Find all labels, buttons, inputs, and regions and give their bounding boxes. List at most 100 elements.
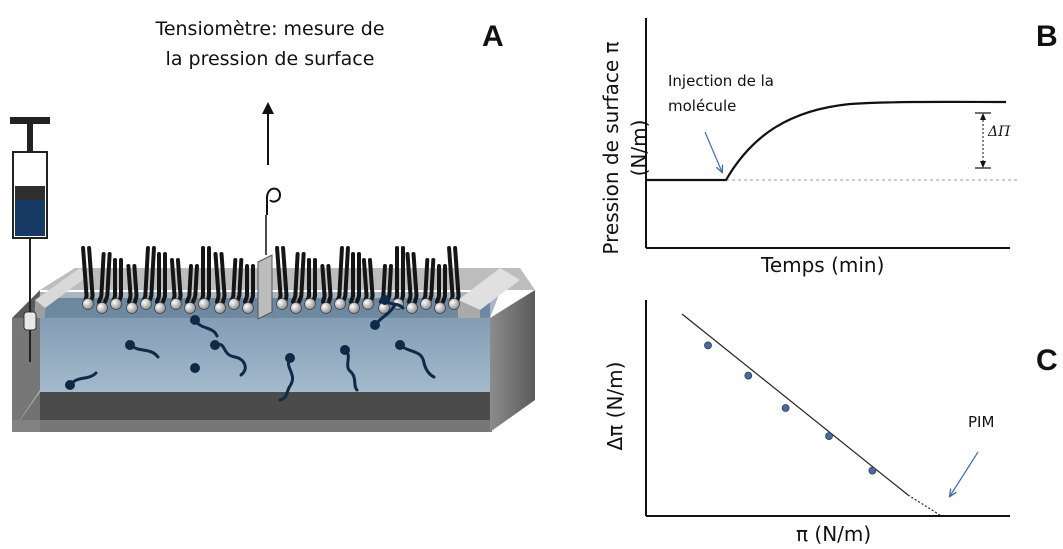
lipid-head [110,298,122,310]
injection-arrow [704,131,722,172]
lipid-head [96,302,108,314]
lipid-tail [161,252,167,304]
lipid-tail [349,252,355,304]
lipid-head [290,302,302,314]
lipid-tail [421,258,430,304]
lipid-tail [243,264,249,304]
molecule-chain [213,342,247,377]
lipid-tail [147,246,156,304]
lipid-tail [320,264,327,304]
lipid-head [154,302,166,314]
lipid-head [242,302,254,314]
lipid-head [126,302,138,314]
lipid-tail [393,246,399,304]
pressure-curve [646,100,1007,182]
lipid-head [434,302,446,314]
chart-c-x-label: π (N/m) [796,522,872,546]
lipid-tail [361,258,369,304]
lipid-head [348,302,360,314]
lipid-tail [399,246,405,304]
lipid-tail [235,258,244,304]
lipid-tail [297,252,306,304]
molecule-head [395,340,405,350]
pim-label: PIM [968,413,995,431]
lipid-tail [341,246,350,304]
lipid-tail [199,246,205,304]
lipid-tail [126,264,133,304]
injection-label: Injection de la molécule [668,72,774,115]
lipid-tail [291,252,300,304]
chart-b-y-label: Pression de surface π (N/m) [599,41,651,255]
tensiometer-caption: Tensiomètre: mesure de la pression de su… [155,18,385,70]
lipid-head [214,302,226,314]
panel-letter-a: A [482,20,504,53]
lipid-head [228,298,240,310]
lipid-tail [305,258,311,304]
lipid-head [334,298,346,310]
lipid-head [276,298,288,310]
lipid-tail [81,246,89,304]
lipid-tail [355,252,361,304]
molecule-head [65,380,75,390]
data-point [744,371,753,380]
lipid-head [420,298,432,310]
lipid-tail [87,246,95,304]
molecule-chain [278,356,295,402]
lipid-tail [141,246,150,304]
syringe-icon [10,117,50,362]
lipid-head [140,298,152,310]
lipid-tail [311,258,317,304]
trough-right-wall [490,290,535,432]
molecule-chain [343,348,359,392]
lipid-tail [205,246,211,304]
trough-front-base [12,420,492,432]
chart-c-y-label: Δπ (N/m) [603,361,627,451]
molecule-head [210,340,220,350]
lipid-tail [385,264,393,304]
lipid-head [320,302,332,314]
lipid-tail [275,246,283,304]
lipid-tail [229,258,238,304]
delta-pi-label: ΔΠ [988,124,1011,140]
left-barrier [35,268,88,308]
molecule-head [190,315,200,325]
lipid-head [406,302,418,314]
lipid-tail [103,252,112,304]
molecule-head [380,295,390,305]
regression-line [681,313,909,496]
lipid-head [82,298,94,310]
lipid-tail [185,264,193,304]
lipid-tail [132,264,139,304]
lipid-tail [435,264,441,304]
data-point [704,341,712,350]
data-point [868,466,877,475]
pim-arrow [950,451,979,496]
lipid-tail [117,258,123,304]
lipid-head [198,298,210,310]
molecule-head [125,340,135,350]
lipid-tail [335,246,344,304]
panel-letter-c: C [1036,344,1058,377]
lipid-tail [367,258,375,304]
molecule-head [340,345,350,355]
lipid-tail [111,258,117,304]
lipid-head [170,298,182,310]
lipid-head [362,298,374,310]
molecule-chain [398,343,436,379]
lipid-head [304,298,316,310]
lipid-tail [447,246,455,304]
lipid-tail [213,252,221,304]
lipid-tail [405,252,413,304]
lipid-tail [169,258,177,304]
dissolved-molecules [65,295,436,402]
regression-extrapolation [907,494,941,516]
molecule-head [285,353,295,363]
lipid-tail [427,258,436,304]
lipid-tail [219,252,227,304]
lipid-tail [326,264,333,304]
lipid-tail [411,252,419,304]
lipid-tail [453,246,461,304]
lipid-head [448,298,460,310]
chart-b [645,18,1018,249]
lipid-tail [441,264,447,304]
